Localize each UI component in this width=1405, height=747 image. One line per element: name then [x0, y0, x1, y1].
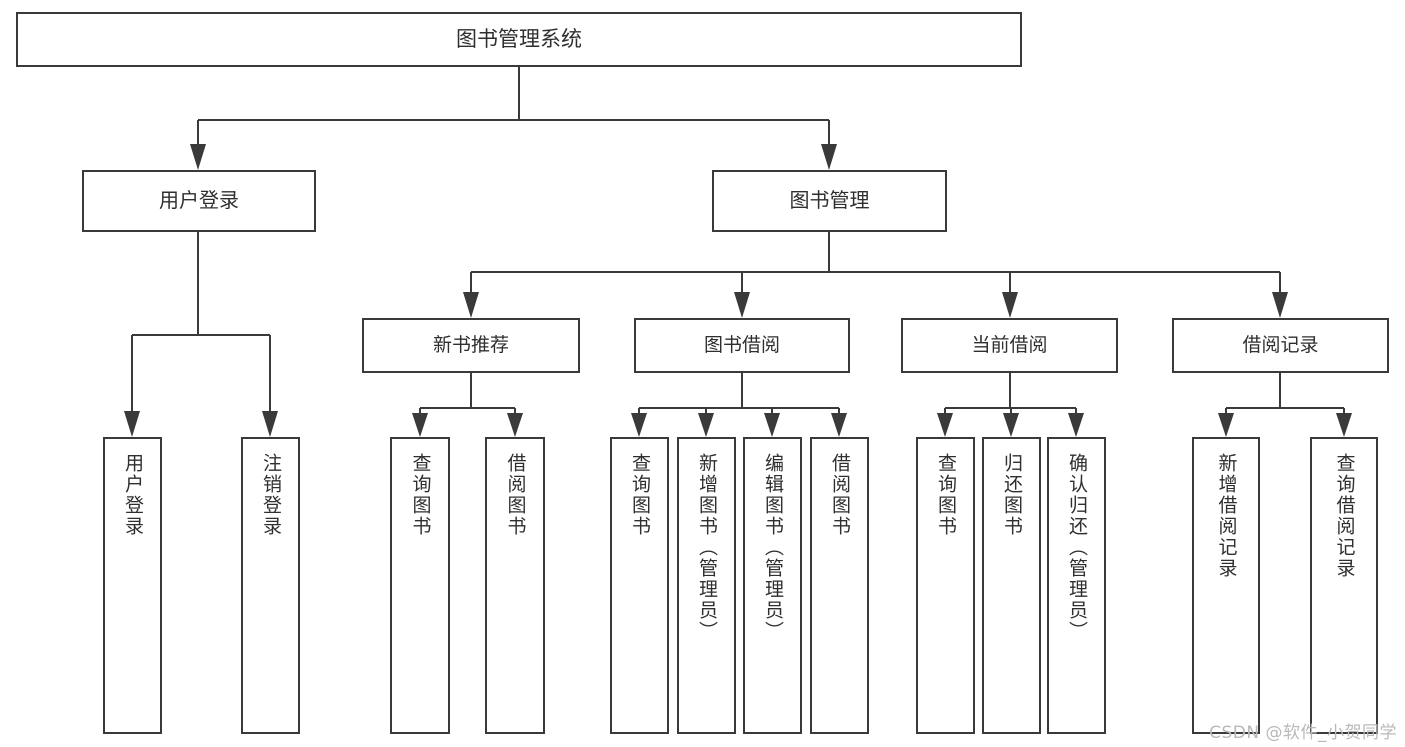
node-label: 查询图书 [629, 453, 651, 537]
arrowhead-leaf-user-login [124, 411, 140, 437]
node-label: 查询借阅记录 [1333, 453, 1356, 579]
node-label: 图书管理 [789, 188, 870, 213]
node-label: 借阅图书 [829, 453, 851, 537]
leaf-add-book[interactable]: 新增图书（管理员） [677, 437, 736, 734]
leaf-confirm-return[interactable]: 确认归还（管理员） [1047, 437, 1106, 734]
node-book-borrow[interactable]: 图书借阅 [634, 318, 850, 373]
arrowhead-borrow-record [1272, 292, 1288, 318]
node-label: 查询图书 [409, 453, 432, 537]
node-user-login[interactable]: 用户登录 [82, 170, 316, 232]
arrowhead-leaf-return-book [1003, 413, 1019, 437]
arrowhead-new-book [463, 292, 479, 318]
arrowhead-leaf-query-book-1 [412, 413, 428, 437]
leaf-return-book[interactable]: 归还图书 [982, 437, 1041, 734]
node-label: 查询图书 [935, 453, 957, 537]
node-label: 用户登录 [159, 188, 239, 213]
arrowhead-leaf-add-book [698, 413, 714, 437]
node-label: 图书借阅 [703, 334, 780, 357]
arrowhead-leaf-query-book-2 [631, 413, 647, 437]
leaf-user-login[interactable]: 用户登录 [103, 437, 162, 734]
leaf-query-book-current[interactable]: 查询图书 [916, 437, 975, 734]
arrowhead-leaf-confirm-return [1068, 413, 1084, 437]
node-label: 确认归还（管理员） [1066, 453, 1088, 642]
arrowhead-leaf-borrow-book-2 [831, 413, 847, 437]
node-book-management[interactable]: 图书管理 [712, 170, 947, 232]
leaf-add-borrow-record[interactable]: 新增借阅记录 [1192, 437, 1260, 734]
node-label: 注销登录 [260, 453, 282, 537]
leaf-logout[interactable]: 注销登录 [241, 437, 300, 734]
leaf-query-borrow-record[interactable]: 查询借阅记录 [1310, 437, 1378, 734]
leaf-edit-book[interactable]: 编辑图书（管理员） [743, 437, 802, 734]
node-label: 借阅记录 [1242, 334, 1319, 357]
leaf-query-book-recommend[interactable]: 查询图书 [390, 437, 450, 734]
arrowhead-user-login [190, 144, 206, 170]
node-root-system[interactable]: 图书管理系统 [16, 12, 1022, 67]
node-label: 新书推荐 [432, 334, 509, 357]
arrowhead-leaf-logout [262, 411, 278, 437]
arrowhead-leaf-query-record [1336, 413, 1352, 437]
arrowhead-leaf-query-book-3 [937, 413, 953, 437]
leaf-borrow-book-recommend[interactable]: 借阅图书 [485, 437, 545, 734]
node-current-borrow[interactable]: 当前借阅 [901, 318, 1118, 373]
arrowhead-current-borrow [1002, 292, 1018, 318]
node-label: 新增借阅记录 [1215, 453, 1238, 579]
node-label: 当前借阅 [971, 334, 1048, 357]
node-label: 图书管理系统 [456, 27, 582, 52]
node-label: 借阅图书 [504, 453, 527, 537]
arrowhead-book-mgmt [821, 144, 837, 170]
leaf-borrow-book[interactable]: 借阅图书 [810, 437, 869, 734]
node-new-book-recommend[interactable]: 新书推荐 [362, 318, 580, 373]
node-label: 编辑图书（管理员） [762, 453, 784, 642]
node-borrow-record[interactable]: 借阅记录 [1172, 318, 1389, 373]
arrowhead-leaf-add-record [1218, 413, 1234, 437]
csdn-watermark: CSDN @软件_小贺同学 [1209, 723, 1397, 743]
leaf-query-book-borrow[interactable]: 查询图书 [610, 437, 669, 734]
arrowhead-leaf-borrow-book-1 [507, 413, 523, 437]
arrowhead-leaf-edit-book [764, 413, 780, 437]
arrowhead-book-borrow [734, 292, 750, 318]
node-label: 归还图书 [1001, 453, 1023, 537]
node-label: 用户登录 [122, 453, 144, 537]
node-label: 新增图书（管理员） [696, 453, 718, 642]
